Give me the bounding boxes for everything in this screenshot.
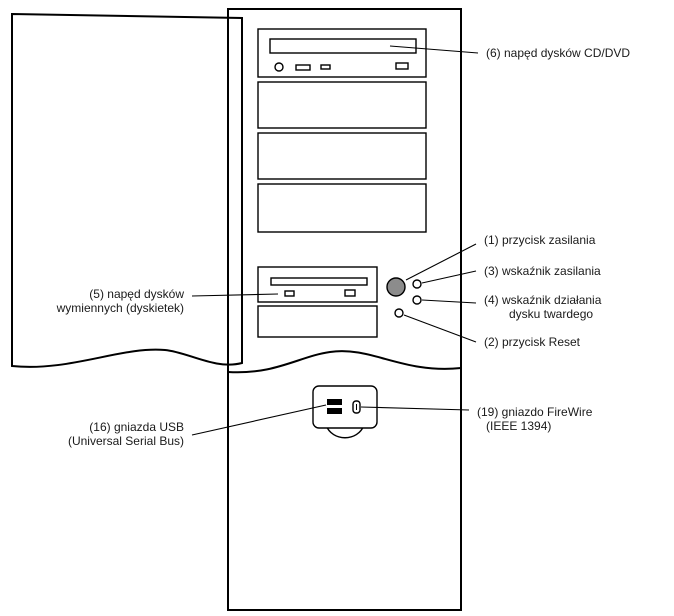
empty-bay-1 xyxy=(257,81,427,129)
cd-dvd-drive xyxy=(257,28,427,78)
power-led xyxy=(412,279,422,289)
label-firewire-line1: (19) gniazdo FireWire xyxy=(477,405,593,419)
label-floppy-line2: wymiennych (dyskietek) xyxy=(56,301,184,315)
label-reset-button: (2) przycisk Reset xyxy=(484,335,581,349)
leader-power-button xyxy=(405,243,477,281)
label-floppy-line1: (5) napęd dysków xyxy=(89,287,184,301)
label-firewire-line2: (IEEE 1394) xyxy=(486,419,551,433)
tower-case xyxy=(227,8,462,611)
label-usb-line2: (Universal Serial Bus) xyxy=(68,434,184,448)
leader-firewire xyxy=(360,406,470,411)
usb-port-2[interactable] xyxy=(327,408,342,414)
door-wave-edge xyxy=(227,350,462,374)
leader-usb xyxy=(191,404,327,436)
hdd-activity-led xyxy=(412,295,422,305)
label-usb-line1: (16) gniazda USB xyxy=(89,420,184,434)
leader-floppy xyxy=(191,293,279,297)
usb-port-1[interactable] xyxy=(327,399,342,405)
reset-button[interactable] xyxy=(394,308,404,318)
leader-cd-dvd xyxy=(389,45,479,54)
cd-eject-dot-icon xyxy=(274,62,284,72)
open-door-panel xyxy=(11,12,243,368)
label-power-button: (1) przycisk zasilania xyxy=(484,233,596,247)
label-power-led: (3) wskaźnik zasilania xyxy=(484,264,601,278)
label-hdd-led-line1: (4) wskaźnik działania xyxy=(484,293,602,307)
leader-hdd-led xyxy=(421,299,477,304)
label-cd-dvd: (6) napęd dysków CD/DVD xyxy=(486,46,630,60)
empty-small-bay xyxy=(257,305,378,338)
port-module xyxy=(312,385,378,439)
power-button[interactable] xyxy=(386,277,406,297)
leader-power-led xyxy=(421,270,477,284)
empty-bay-2 xyxy=(257,132,427,180)
empty-bay-3 xyxy=(257,183,427,233)
leader-reset xyxy=(403,314,477,343)
label-hdd-led-line2: dysku twardego xyxy=(509,307,593,321)
floppy-drive xyxy=(257,266,378,303)
